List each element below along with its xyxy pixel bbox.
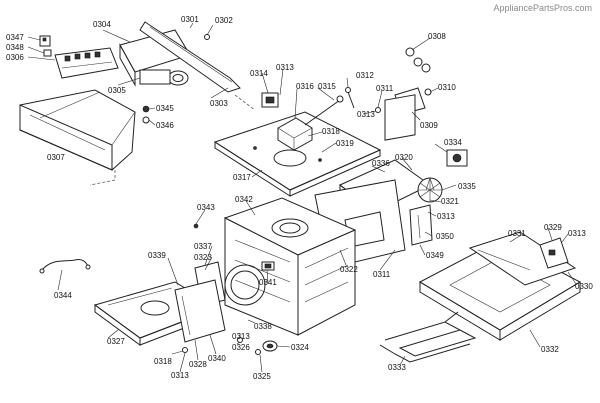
label-0313: 0313 — [568, 229, 586, 238]
connector-0341 — [261, 261, 275, 271]
housing-0316 — [277, 117, 313, 151]
label-0326: 0326 — [232, 343, 250, 352]
bracket-0329 — [539, 237, 569, 269]
label-0337: 0337 — [194, 242, 212, 251]
door-trim-0340 — [174, 279, 226, 343]
screw-0318 — [182, 347, 188, 353]
label-0340: 0340 — [208, 354, 226, 363]
watermark: AppliancePartsPros.com — [493, 3, 592, 13]
label-0314: 0314 — [250, 69, 268, 78]
pin-0312 — [345, 87, 355, 109]
bracket-0350 — [409, 204, 433, 246]
label-0347: 0347 — [6, 33, 24, 42]
label-0343: 0343 — [197, 203, 215, 212]
label-0338: 0338 — [254, 322, 272, 331]
label-0304: 0304 — [93, 20, 111, 29]
label-0309: 0309 — [420, 121, 438, 130]
clip-parts-0347-0348 — [39, 35, 52, 57]
label-0322: 0322 — [340, 265, 358, 274]
label-0341: 0341 — [259, 278, 277, 287]
wire-harness-0344 — [39, 259, 91, 274]
label-0324: 0324 — [291, 343, 309, 352]
label-0328: 0328 — [189, 360, 207, 369]
label-0310: 0310 — [438, 83, 456, 92]
screw-0326 — [237, 337, 243, 343]
control-board-0306 — [54, 47, 119, 79]
label-0318: 0318 — [154, 357, 172, 366]
label-0327: 0327 — [107, 337, 125, 346]
label-0348: 0348 — [6, 43, 24, 52]
part-labels: 0347 0348 0306 0304 0301 0302 0305 0303 … — [6, 15, 593, 381]
label-0317: 0317 — [233, 173, 251, 182]
label-0345: 0345 — [156, 104, 174, 113]
label-0312: 0312 — [356, 71, 374, 80]
label-0308: 0308 — [428, 32, 446, 41]
door-frame-0342 — [224, 264, 266, 306]
guide-line — [89, 170, 116, 186]
rail-0331 — [468, 231, 577, 286]
label-0350: 0350 — [436, 232, 454, 241]
label-0325: 0325 — [253, 372, 271, 381]
label-0342: 0342 — [235, 195, 253, 204]
leader-lines — [27, 22, 577, 373]
label-0331: 0331 — [508, 229, 526, 238]
label-0346: 0346 — [156, 121, 174, 130]
label-0313: 0313 — [357, 110, 375, 119]
label-0313: 0313 — [276, 63, 294, 72]
label-0330: 0330 — [575, 282, 593, 291]
label-0333: 0333 — [388, 363, 406, 372]
label-0311: 0311 — [373, 270, 391, 279]
label-0344: 0344 — [54, 291, 72, 300]
control-panel-bracket-0307 — [19, 89, 136, 171]
sensor-0315 — [304, 95, 344, 126]
label-0318: 0318 — [322, 127, 340, 136]
label-0301: 0301 — [181, 15, 199, 24]
label-0320: 0320 — [395, 153, 413, 162]
label-0349: 0349 — [426, 251, 444, 260]
label-0315: 0315 — [318, 82, 336, 91]
label-0335: 0335 — [458, 182, 476, 191]
bake-element-0333 — [379, 311, 477, 363]
label-0334: 0334 — [444, 138, 462, 147]
label-0307: 0307 — [47, 153, 65, 162]
label-0302: 0302 — [215, 16, 233, 25]
convection-fan-0334 — [417, 149, 468, 203]
terminal-block-0314 — [261, 92, 279, 108]
screw-0311 — [375, 107, 381, 113]
guide-line — [234, 94, 256, 111]
blower-motor-0305 — [139, 69, 189, 86]
label-0313: 0313 — [437, 212, 455, 221]
label-0313: 0313 — [232, 332, 250, 341]
screws-0345-0346 — [142, 105, 150, 124]
oven-cavity — [223, 197, 357, 336]
label-0306: 0306 — [6, 53, 24, 62]
knobs-0308 — [405, 47, 431, 73]
label-0321: 0321 — [441, 197, 459, 206]
label-0332: 0332 — [541, 345, 559, 354]
label-0316: 0316 — [296, 82, 314, 91]
label-0339: 0339 — [148, 251, 166, 260]
label-0323: 0323 — [194, 253, 212, 262]
vent-bracket-0301-0303 — [139, 21, 241, 93]
label-0336: 0336 — [372, 159, 390, 168]
label-0313: 0313 — [171, 371, 189, 380]
knob-0324 — [255, 340, 278, 355]
label-0303: 0303 — [210, 99, 228, 108]
label-0305: 0305 — [108, 86, 126, 95]
label-0319: 0319 — [336, 139, 354, 148]
label-0329: 0329 — [544, 223, 562, 232]
top-plate-0317 — [213, 111, 382, 197]
label-0311: 0311 — [376, 84, 394, 93]
